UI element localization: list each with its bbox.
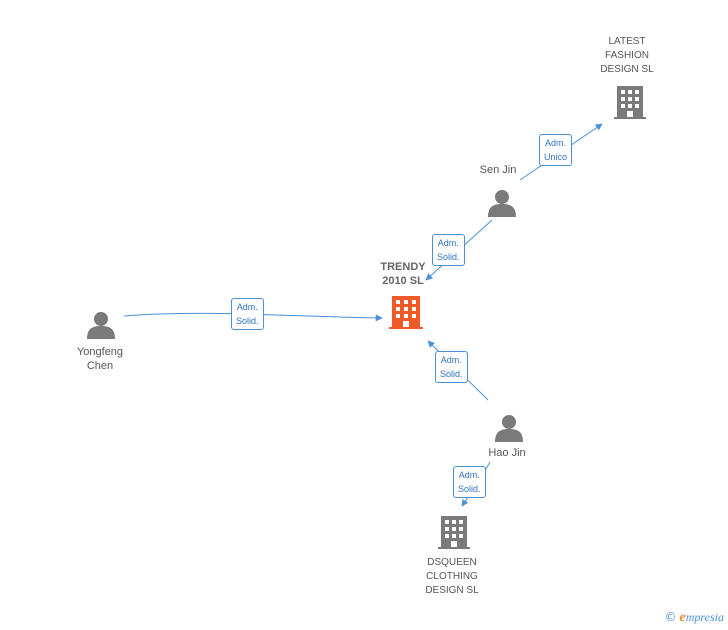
copyright-icon: © [664, 610, 677, 624]
relation-badge-sen-trendy[interactable]: Adm. Solid. [432, 234, 465, 266]
building-icon[interactable] [389, 296, 423, 329]
relation-badge-yongfeng-trendy[interactable]: Adm. Solid. [231, 298, 264, 330]
brand-name: mpresia [685, 610, 724, 624]
building-icon[interactable] [438, 516, 470, 549]
brand-initial: e [679, 610, 686, 625]
person-icon[interactable] [495, 415, 523, 442]
building-icon[interactable] [614, 86, 646, 119]
person-icon[interactable] [87, 312, 115, 339]
empresia-watermark: © empresia [665, 610, 724, 626]
person-label-hao-jin[interactable]: Hao Jin [488, 447, 526, 459]
relation-badge-hao-dsqueen[interactable]: Adm. Solid. [453, 466, 486, 498]
relation-badge-sen-latest[interactable]: Adm. Unico [539, 134, 573, 166]
person-label-sen-jin[interactable]: Sen Jin [479, 164, 517, 176]
company-label-latest-fashion[interactable]: LATEST FASHION DESIGN SL [600, 36, 654, 75]
person-label-yongfeng-chen[interactable]: Yongfeng Chen [76, 346, 124, 372]
company-label-dsqueen[interactable]: DSQUEEN CLOTHING DESIGN SL [425, 557, 479, 596]
company-label-trendy[interactable]: TRENDY 2010 SL [380, 261, 426, 287]
person-icon[interactable] [488, 190, 516, 217]
relation-badge-hao-trendy[interactable]: Adm. Solid. [435, 351, 468, 383]
